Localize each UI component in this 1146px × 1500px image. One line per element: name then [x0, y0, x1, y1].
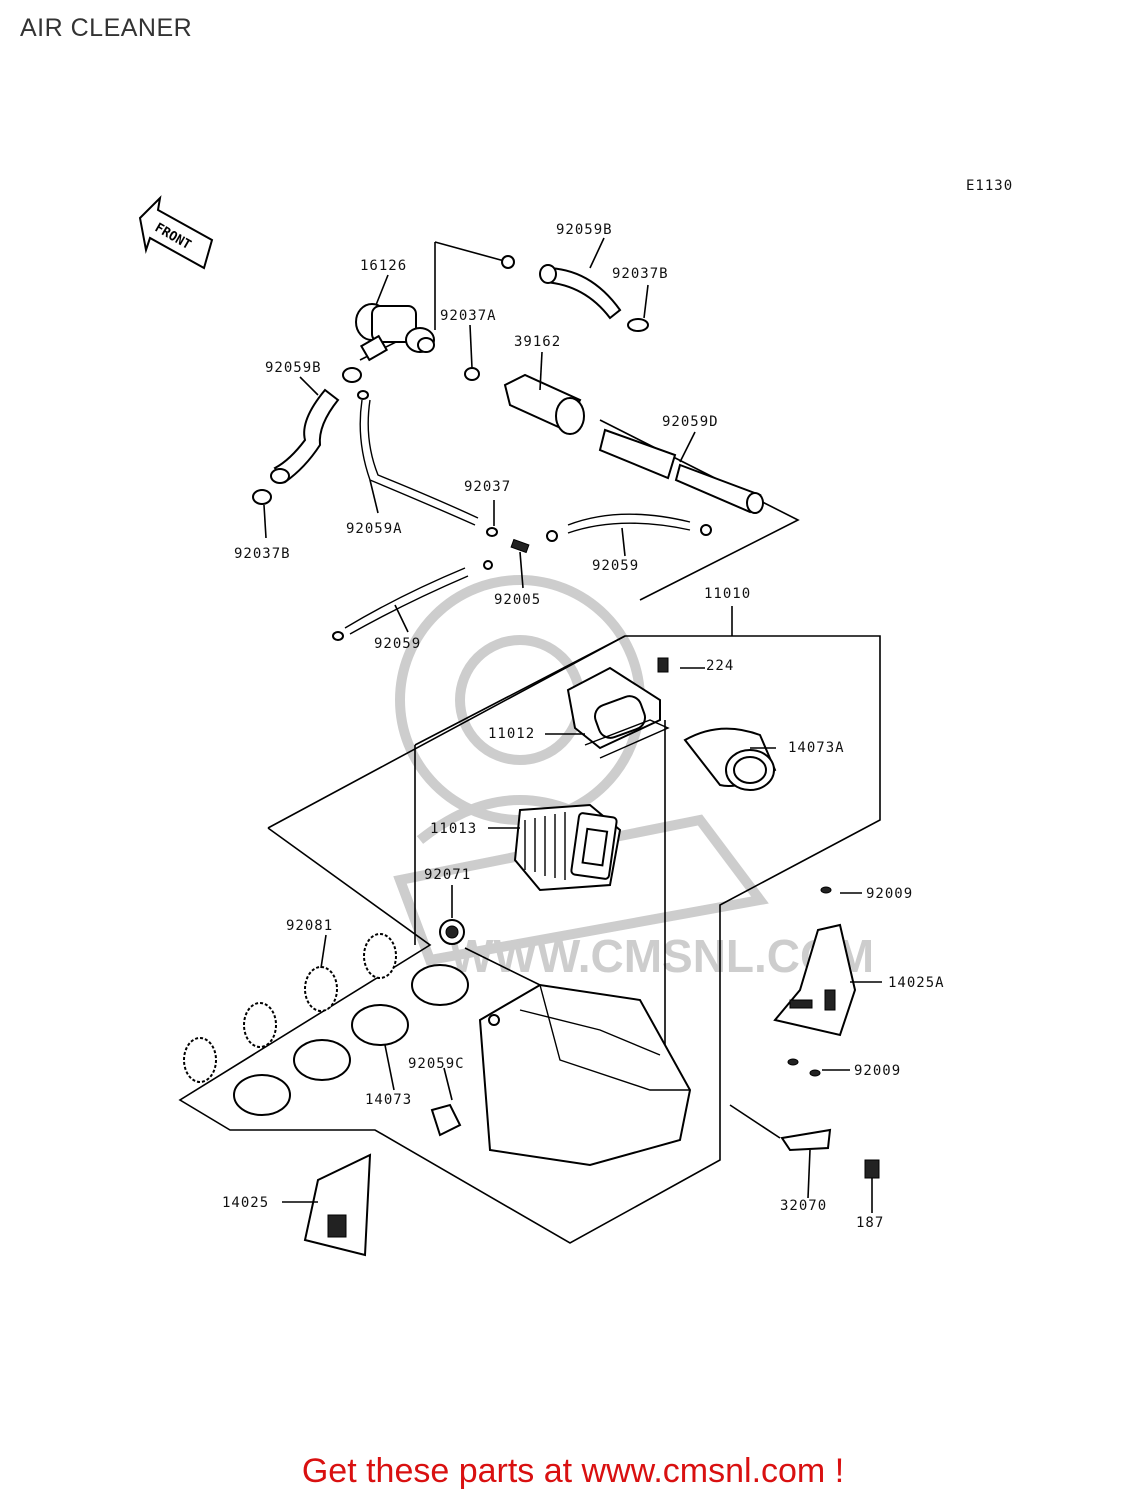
label-224: 224 — [706, 658, 734, 674]
hose-92059B-top — [501, 255, 649, 332]
cover-14025A — [773, 923, 857, 1037]
watermark-text: WWW.CMSNL.COM — [450, 930, 874, 982]
label-92059-right: 92059 — [592, 558, 639, 574]
label-92037A: 92037A — [440, 308, 497, 324]
bolt-187 — [864, 1159, 880, 1179]
part-labels: 16126 92059B 92037B 92037A 39162 92059B … — [222, 222, 945, 1231]
screw-92009-bottom — [787, 1058, 821, 1077]
hose-92059A — [357, 390, 498, 537]
bracket-32070 — [780, 1128, 832, 1152]
label-14025A: 14025A — [888, 975, 945, 991]
screw-224 — [657, 657, 669, 673]
label-32070: 32070 — [780, 1198, 827, 1214]
leader-lines — [263, 237, 882, 1213]
air-box — [478, 983, 692, 1167]
fitting-92005 — [483, 538, 530, 570]
hose-92059D — [598, 428, 764, 514]
label-92059B-left: 92059B — [265, 360, 322, 376]
elbow-92059C — [430, 1103, 462, 1137]
label-39162: 39162 — [514, 334, 561, 350]
label-92059D: 92059D — [662, 414, 719, 430]
filter-39162 — [464, 367, 585, 435]
ducts-14073 — [233, 964, 469, 1116]
screw-92009-top — [820, 886, 832, 894]
label-14073A: 14073A — [788, 740, 845, 756]
label-92081: 92081 — [286, 918, 333, 934]
label-92037B-top: 92037B — [612, 266, 669, 282]
hose-92059-right — [546, 513, 712, 542]
grommet-92071 — [439, 919, 465, 945]
label-92009-top: 92009 — [866, 886, 913, 902]
label-92059B-top: 92059B — [556, 222, 613, 238]
label-14073: 14073 — [365, 1092, 412, 1108]
label-16126: 16126 — [360, 258, 407, 274]
label-14025: 14025 — [222, 1195, 269, 1211]
label-92059-left: 92059 — [374, 636, 421, 652]
diagram-code: E1130 — [966, 178, 1013, 194]
label-11010: 11010 — [704, 586, 751, 602]
cover-14025 — [303, 1153, 372, 1257]
clamps-92081 — [183, 933, 397, 1083]
label-92037B-left: 92037B — [234, 546, 291, 562]
label-92037: 92037 — [464, 479, 511, 495]
label-92071: 92071 — [424, 867, 471, 883]
hose-92059-left — [332, 567, 469, 641]
label-11013: 11013 — [430, 821, 477, 837]
hose-92059B-left — [252, 367, 362, 505]
duct-14073A — [683, 727, 777, 791]
filter-element-11013 — [513, 803, 622, 892]
label-92009-bottom: 92009 — [854, 1063, 901, 1079]
label-11012: 11012 — [488, 726, 535, 742]
label-92059A: 92059A — [346, 521, 403, 537]
cmsnl-watermark: WWW.CMSNL.COM — [393, 575, 874, 982]
parts-diagram: WWW.CMSNL.COM E1130 FRONT — [138, 178, 1013, 1257]
front-arrow-icon: FRONT — [138, 195, 214, 270]
label-187: 187 — [856, 1215, 884, 1231]
label-92059C: 92059C — [408, 1056, 465, 1072]
housing-11012 — [566, 666, 670, 759]
page-title: AIR CLEANER — [20, 14, 193, 42]
valve-16126 — [355, 303, 435, 362]
label-92005: 92005 — [494, 592, 541, 608]
footer-link[interactable]: Get these parts at www.cmsnl.com ! — [301, 1452, 845, 1490]
